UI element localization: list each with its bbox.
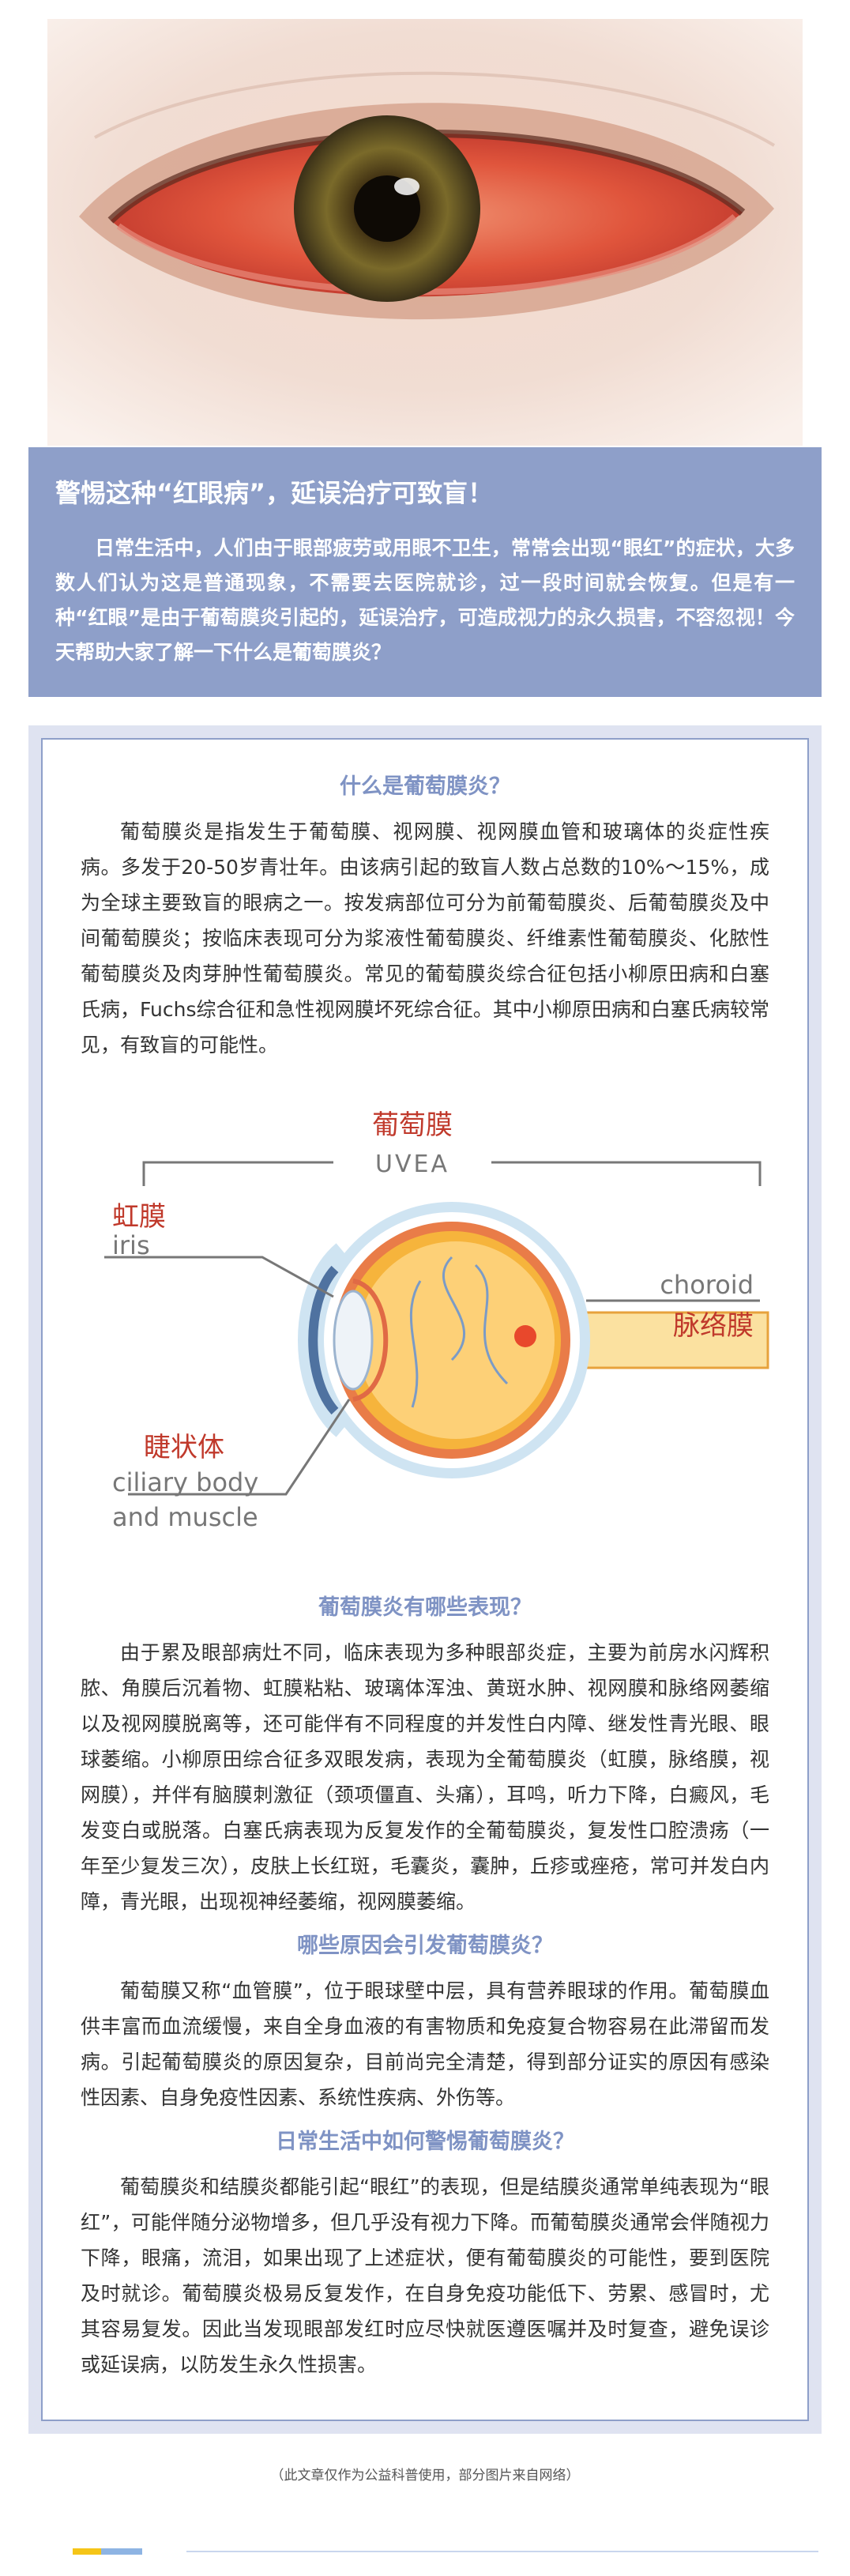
- deco-bar-blue: [101, 2548, 142, 2555]
- intro-text: 日常生活中，人们由于眼部疲劳或用眼不卫生，常常会出现“眼红”的症状，大多数人们认…: [55, 537, 795, 664]
- ciliary-cn-label: 睫状体: [144, 1432, 224, 1463]
- ciliary-en-label-1: ciliary body: [112, 1467, 258, 1497]
- intro-banner: 警惕这种“红眼病”，延误治疗可致盲！ 日常生活中，人们由于眼部疲劳或用眼不卫生，…: [28, 447, 822, 697]
- section-text-symptoms: 由于累及眼部病灶不同，临床表现为多种眼部炎症，主要为前房水闪辉积脓、角膜后沉着物…: [81, 1641, 769, 1913]
- choroid-en-label: choroid: [660, 1270, 754, 1300]
- intro-title: 警惕这种“红眼病”，延误治疗可致盲！: [55, 478, 494, 508]
- section-title-symptoms: 葡萄膜炎有哪些表现？: [318, 1595, 532, 1620]
- footnote: （此文章仅作为公益科普使用，部分图片来自网络）: [270, 2468, 580, 2484]
- section-text-what: 葡萄膜炎是指发生于葡萄膜、视网膜、视网膜血管和玻璃体的炎症性疾病。多发于20-5…: [81, 820, 769, 1056]
- section-title-causes: 哪些原因会引发葡萄膜炎？: [297, 1934, 553, 1958]
- uvea-diagram: 葡萄膜 UVEA: [81, 1099, 773, 1565]
- content-card: 什么是葡萄膜炎？ 葡萄膜炎是指发生于葡萄膜、视网膜、视网膜血管和玻璃体的炎症性疾…: [41, 738, 809, 2421]
- choroid-cn-label: 脉络膜: [673, 1310, 754, 1342]
- hero-eye-image: [47, 19, 803, 446]
- section-text-causes: 葡萄膜又称“血管膜”，位于眼球壁中层，具有营养眼球的作用。葡萄膜血供丰富而血流缓…: [81, 1979, 769, 2109]
- iris-cn-label: 虹膜: [112, 1201, 166, 1233]
- deco-line: [186, 2551, 818, 2552]
- iris-en-label: iris: [112, 1230, 150, 1260]
- content-card-frame: 什么是葡萄膜炎？ 葡萄膜炎是指发生于葡萄膜、视网膜、视网膜血管和玻璃体的炎症性疾…: [28, 725, 822, 2434]
- section-title-what: 什么是葡萄膜炎？: [340, 774, 510, 799]
- section-title-prevention: 日常生活中如何警惕葡萄膜炎？: [276, 2130, 574, 2154]
- uvea-en-label: UVEA: [375, 1151, 449, 1178]
- ciliary-en-label-2: and muscle: [112, 1502, 258, 1532]
- deco-bar-yellow: [73, 2548, 101, 2555]
- section-text-prevention: 葡萄膜炎和结膜炎都能引起“眼红”的表现，但是结膜炎通常单纯表现为“眼红”，可能伴…: [81, 2175, 769, 2376]
- uvea-cn-label: 葡萄膜: [372, 1109, 453, 1141]
